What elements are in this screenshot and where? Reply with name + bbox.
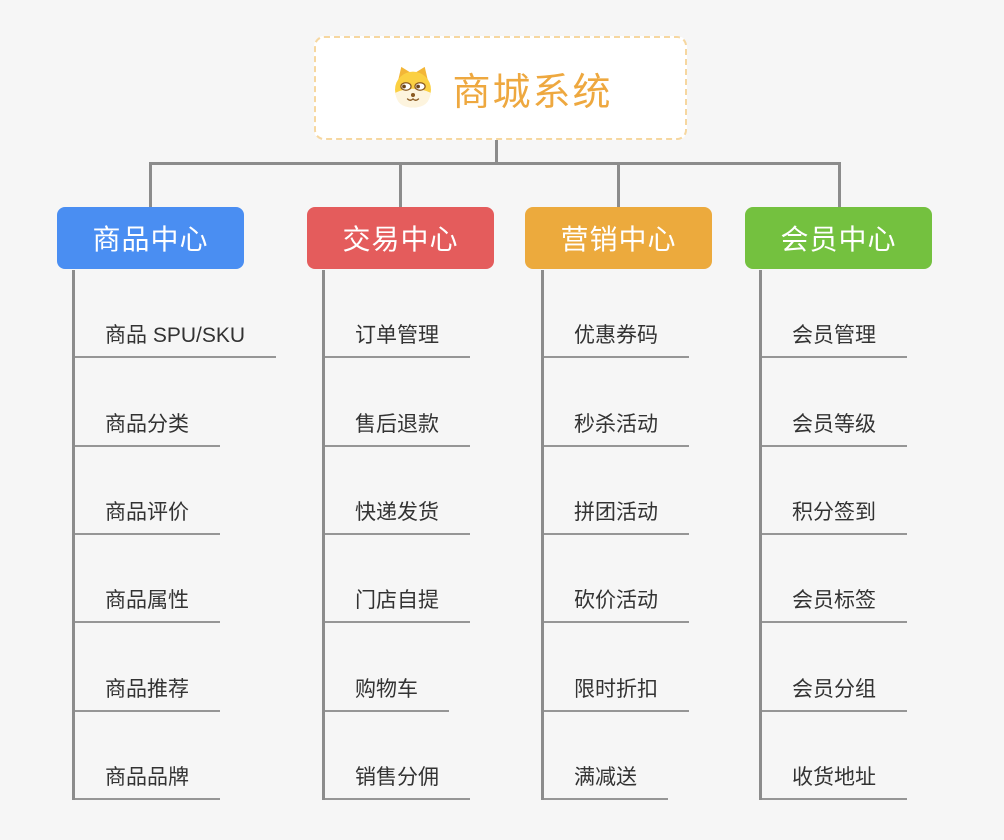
branch-children-trade-center: 订单管理 售后退款 快递发货 门店自提 购物车 销售分佣 bbox=[322, 270, 470, 800]
child-node[interactable]: 商品评价 bbox=[75, 447, 220, 535]
branch-box-marketing-center[interactable]: 营销中心 bbox=[525, 207, 712, 269]
child-node[interactable]: 拼团活动 bbox=[544, 447, 689, 535]
child-node[interactable]: 会员等级 bbox=[762, 358, 907, 447]
connector-stub-product bbox=[149, 162, 152, 208]
dog-face-icon bbox=[388, 63, 438, 113]
root-title: 商城系统 bbox=[452, 71, 613, 114]
connector-root-stem bbox=[495, 140, 498, 165]
root-node[interactable]: 商城系统 bbox=[314, 36, 687, 140]
child-node[interactable]: 商品属性 bbox=[75, 535, 220, 624]
branch-children-marketing-center: 优惠券码 秒杀活动 拼团活动 砍价活动 限时折扣 满减送 bbox=[541, 270, 689, 800]
child-node[interactable]: 售后退款 bbox=[325, 358, 470, 447]
child-node[interactable]: 满减送 bbox=[544, 712, 668, 800]
branch-box-member-center[interactable]: 会员中心 bbox=[745, 207, 932, 269]
child-node[interactable]: 商品分类 bbox=[75, 358, 220, 447]
connector-horizontal-bar bbox=[149, 162, 841, 165]
child-node[interactable]: 砍价活动 bbox=[544, 535, 689, 624]
connector-stub-trade bbox=[399, 162, 402, 208]
branch-children-member-center: 会员管理 会员等级 积分签到 会员标签 会员分组 收货地址 bbox=[759, 270, 907, 800]
child-node[interactable]: 收货地址 bbox=[762, 712, 907, 800]
child-node[interactable]: 商品品牌 bbox=[75, 712, 220, 800]
child-node[interactable]: 快递发货 bbox=[325, 447, 470, 535]
child-node[interactable]: 会员标签 bbox=[762, 535, 907, 624]
connector-stub-marketing bbox=[617, 162, 620, 208]
branch-box-product-center[interactable]: 商品中心 bbox=[57, 207, 244, 269]
branch-box-trade-center[interactable]: 交易中心 bbox=[307, 207, 494, 269]
child-node[interactable]: 商品 SPU/SKU bbox=[75, 270, 277, 359]
child-node[interactable]: 订单管理 bbox=[325, 270, 470, 359]
child-node[interactable]: 商品推荐 bbox=[75, 623, 220, 712]
child-node[interactable]: 限时折扣 bbox=[544, 623, 689, 712]
branch-children-product-center: 商品 SPU/SKU 商品分类 商品评价 商品属性 商品推荐 商品品牌 bbox=[72, 270, 277, 800]
child-node[interactable]: 优惠券码 bbox=[544, 270, 689, 359]
child-node[interactable]: 积分签到 bbox=[762, 447, 907, 535]
connector-stub-member bbox=[838, 162, 841, 208]
child-node[interactable]: 会员分组 bbox=[762, 623, 907, 712]
child-node[interactable]: 会员管理 bbox=[762, 270, 907, 359]
child-node[interactable]: 购物车 bbox=[325, 623, 449, 712]
child-node[interactable]: 门店自提 bbox=[325, 535, 470, 624]
child-node[interactable]: 秒杀活动 bbox=[544, 358, 689, 447]
child-node[interactable]: 销售分佣 bbox=[325, 712, 470, 800]
